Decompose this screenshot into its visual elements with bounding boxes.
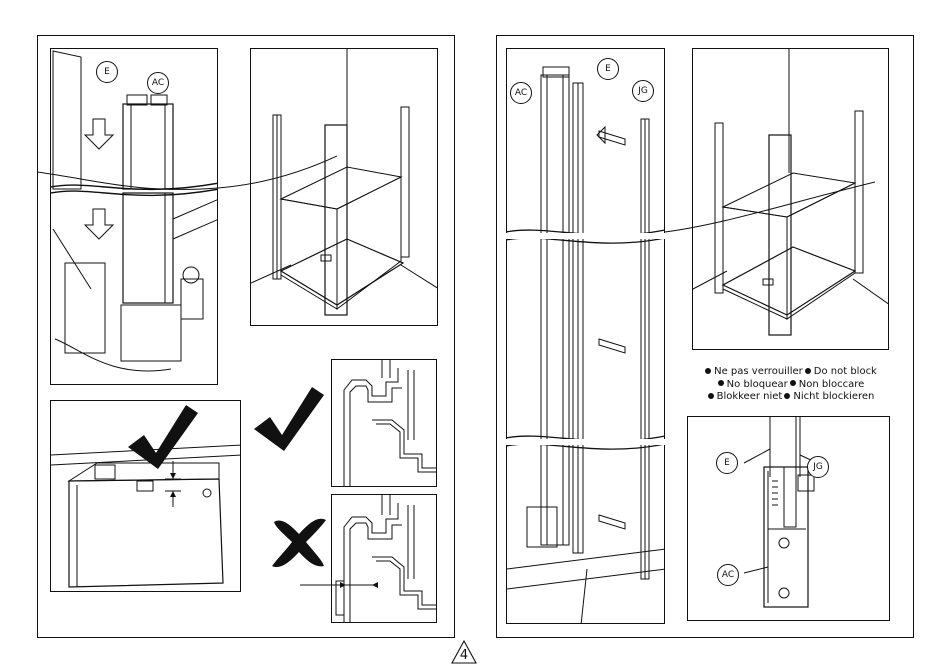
bullet-icon xyxy=(784,393,790,399)
bullet-icon xyxy=(790,380,796,386)
break-curve-right-connector xyxy=(665,180,875,240)
detail-profile-insertion xyxy=(50,48,218,385)
callout-jg-right-bottom: JG xyxy=(807,456,829,478)
callout-jg-right-top: JG xyxy=(632,80,654,102)
break-curve-right-2 xyxy=(506,430,665,454)
callout-e-right-top: E xyxy=(597,58,619,80)
page-number-label: 4 xyxy=(451,648,477,663)
callout-ac-right-top: AC xyxy=(510,82,532,104)
break-curve-right-1 xyxy=(506,222,665,248)
x-mark-icon xyxy=(270,514,328,570)
bullet-icon xyxy=(805,368,811,374)
detail-gasket-clip xyxy=(687,416,890,621)
page-number: 4 xyxy=(451,640,477,664)
callout-ac-right-bottom: AC xyxy=(717,564,739,586)
detail-profile-gasket xyxy=(506,48,665,624)
check-mark-icon xyxy=(126,403,198,471)
dimension-arrow xyxy=(300,578,380,592)
bullet-icon xyxy=(705,368,711,374)
break-curve-left xyxy=(37,150,337,195)
bullet-icon xyxy=(718,380,724,386)
callout-e-left: E xyxy=(96,61,118,83)
section-detail-incorrect xyxy=(331,494,437,623)
section-detail-correct xyxy=(331,359,437,487)
callout-ac-left: AC xyxy=(147,72,169,94)
check-mark-icon-right xyxy=(252,385,324,453)
bullet-icon xyxy=(708,393,714,399)
callout-e-right-bottom: E xyxy=(716,452,738,474)
